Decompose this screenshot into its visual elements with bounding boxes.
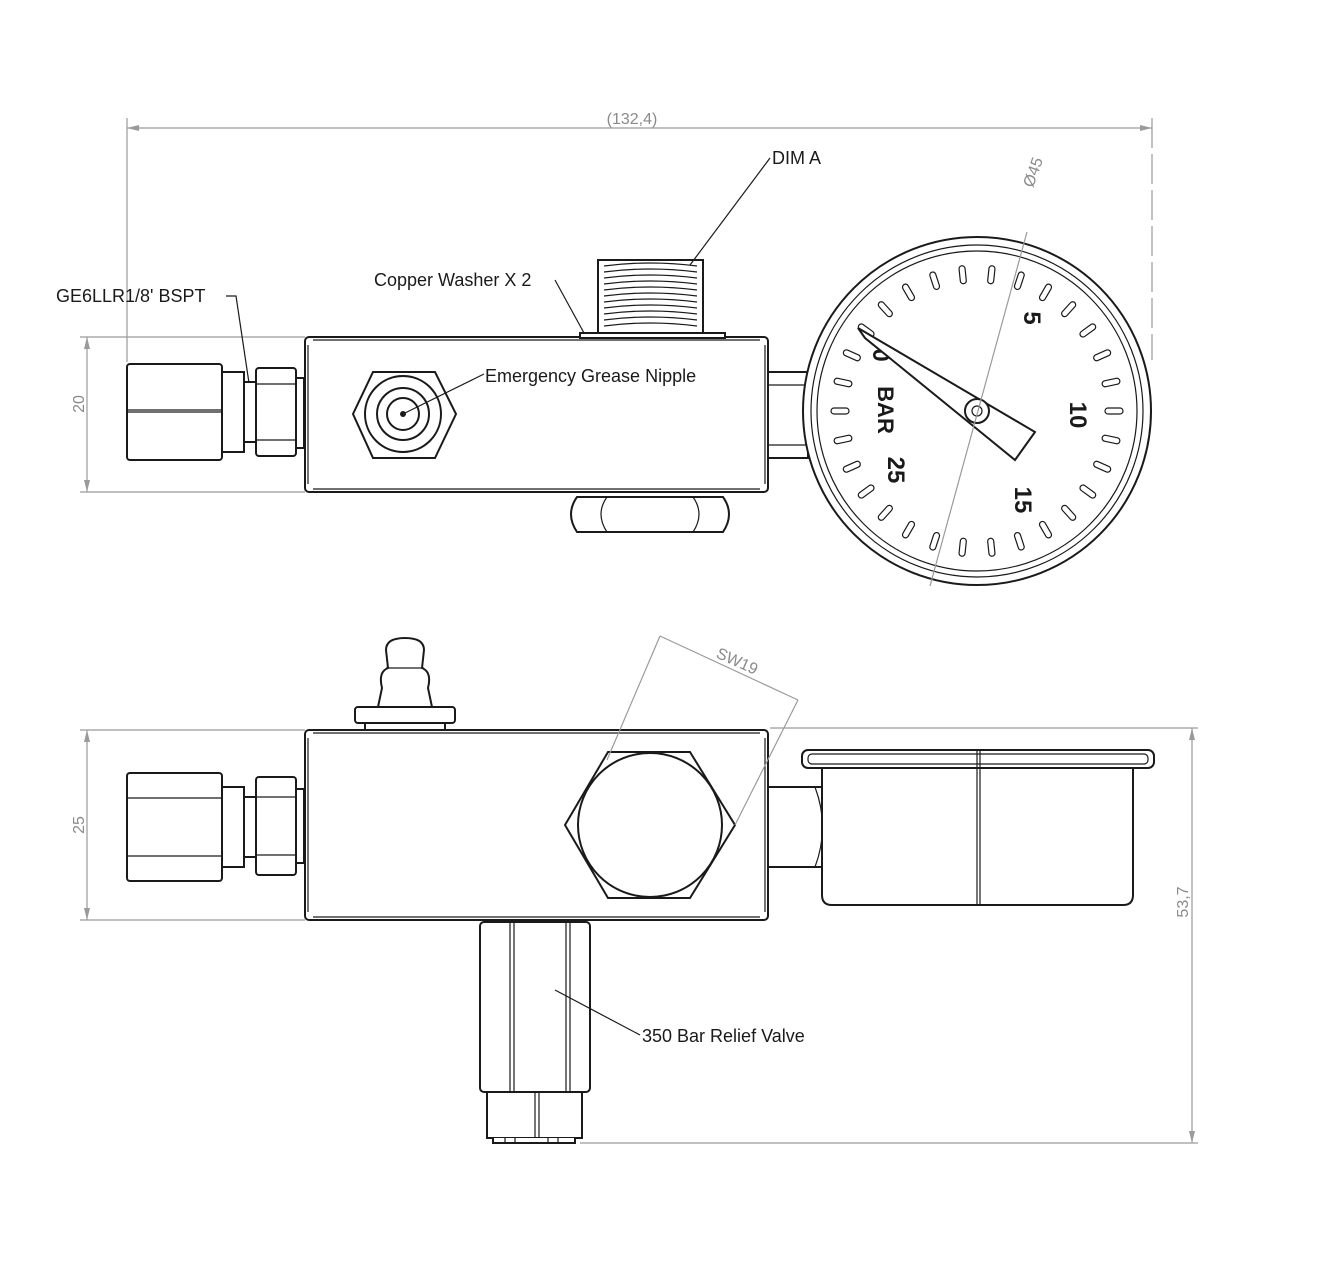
thread-line (603, 310, 698, 315)
thread-line (603, 286, 698, 291)
pressure-gauge: 0 5 10 15 25 BAR (802, 236, 1152, 586)
gauge-label-25: 25 (882, 457, 909, 484)
dim-height-25: 25 (71, 729, 305, 921)
relief-valve (479, 921, 591, 1144)
gauge-tick (901, 283, 916, 302)
gauge-tick (877, 504, 893, 521)
gauge-tick (877, 301, 893, 318)
dim-overall-length: (132,4) (126, 111, 1153, 362)
compression-fitting-top (126, 363, 305, 461)
top-view: (132,4) 20 (56, 111, 1153, 587)
gauge-tick (833, 377, 853, 388)
side-view: 25 53,7 (71, 635, 1198, 1144)
hex-nut-top (570, 496, 730, 533)
gauge-tick (842, 349, 861, 362)
gauge-tick (929, 271, 941, 291)
thread-line (603, 292, 698, 297)
gauge-tick (842, 460, 861, 473)
top-view-annotations: GE6LLR1/8' BSPT Copper Washer X 2 DIM A … (56, 148, 821, 414)
gauge-tick (958, 537, 967, 557)
gauge-tick (958, 265, 967, 285)
gauge-neck-side (767, 786, 826, 868)
dim-a-label: DIM A (772, 148, 821, 168)
copper-washer-label: Copper Washer X 2 (374, 270, 531, 290)
gauge-diameter-text: Ø45 (1021, 155, 1047, 189)
gauge-tick (1038, 283, 1053, 302)
gauge-tick (1061, 301, 1077, 318)
gauge-tick (1079, 323, 1097, 338)
thread-line (603, 298, 698, 303)
gauge-tick (1104, 407, 1124, 415)
gauge-tick (901, 520, 916, 539)
height-20-text: 20 (71, 395, 88, 413)
dim-height-53-7: 53,7 (580, 727, 1198, 1144)
gauge-tick (1061, 504, 1077, 521)
thread-line (603, 322, 698, 327)
fitting-label: GE6LLR1/8' BSPT (56, 286, 206, 306)
thread-line (603, 316, 698, 321)
grease-nipple-top (351, 371, 458, 459)
gauge-unit: BAR (873, 386, 898, 434)
height-25-text: 25 (71, 816, 88, 834)
compression-fitting-side (126, 772, 305, 882)
gauge-tick (1038, 520, 1053, 539)
height-53-7-text: 53,7 (1175, 886, 1192, 917)
gauge-tick (857, 484, 875, 499)
side-view-annotations: 350 Bar Relief Valve (554, 989, 805, 1046)
thread-lines (603, 262, 698, 327)
gauge-tick (830, 407, 850, 415)
hex-plug (563, 751, 737, 899)
gauge-tick (929, 531, 941, 551)
gauge-tick (1079, 484, 1097, 499)
gauge-label-10: 10 (1064, 402, 1091, 429)
gauge-label-15: 15 (1009, 487, 1036, 514)
grease-nipple-label: Emergency Grease Nipple (485, 366, 696, 386)
gauge-tick (833, 434, 853, 445)
grease-nipple-side (354, 636, 456, 731)
gauge-ticks (830, 265, 1124, 557)
gauge-tick (1101, 434, 1121, 445)
thread-line (603, 262, 698, 267)
gauge-tick (1093, 349, 1112, 362)
thread-line (603, 280, 698, 285)
gauge-tick (1013, 271, 1025, 291)
gauge-label-5: 5 (1018, 311, 1045, 324)
gauge-tick (1013, 531, 1025, 551)
gauge-side (801, 749, 1155, 906)
dim-height-20: 20 (71, 336, 305, 493)
gauge-tick (987, 265, 996, 285)
gauge-needle (857, 327, 1037, 462)
sw19-text: SW19 (713, 645, 760, 678)
thread-line (603, 268, 698, 273)
gauge-tick (1101, 377, 1121, 388)
thread-line (603, 274, 698, 279)
relief-valve-label: 350 Bar Relief Valve (642, 1026, 805, 1046)
overall-length-text: (132,4) (607, 111, 658, 128)
thread-line (603, 304, 698, 309)
gauge-tick (987, 537, 996, 557)
gauge-neck-top (767, 371, 809, 459)
gauge-tick (1093, 460, 1112, 473)
